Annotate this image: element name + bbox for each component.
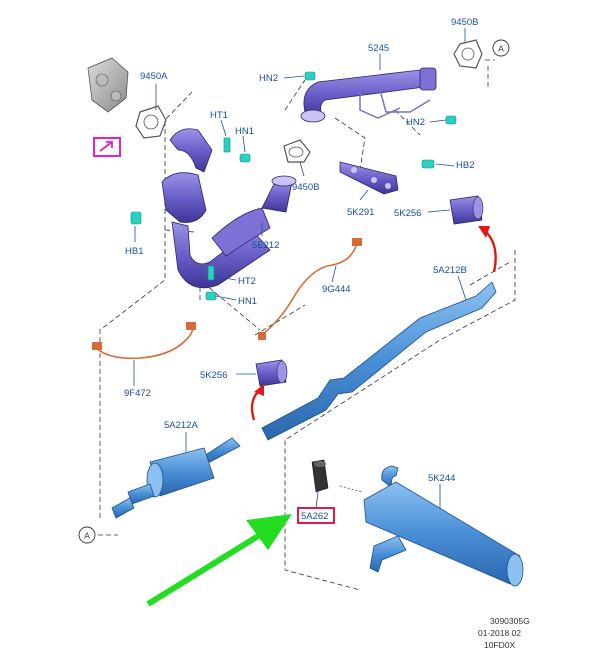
front-pipe-5245[interactable] <box>300 67 437 123</box>
label-9450B-top: 9450B <box>451 17 478 28</box>
label-HT2: HT2 <box>238 276 256 287</box>
label-HN1-bottom: HN1 <box>238 296 257 307</box>
nut-HN2-left-icon[interactable] <box>304 71 316 81</box>
label-HT1: HT1 <box>210 110 228 121</box>
gasket-9450A[interactable] <box>135 105 167 139</box>
ref-circle-A-bottom[interactable]: A <box>78 526 96 544</box>
red-arrow-bottom <box>250 384 264 421</box>
label-HB2: HB2 <box>456 160 474 171</box>
red-arrow-top <box>478 226 497 273</box>
label-5245: 5245 <box>368 43 389 54</box>
sensor-9G444[interactable] <box>258 238 362 340</box>
footer-line3: 10FD0X <box>484 640 516 650</box>
label-5E212: 5E212 <box>252 240 279 251</box>
green-pointer-arrow <box>146 514 292 607</box>
label-9450B-mid: 9450B <box>292 182 319 193</box>
flange-9450B-top[interactable] <box>453 39 483 69</box>
nut-HN1-top-icon[interactable] <box>239 153 251 163</box>
bolt-HB1-icon[interactable] <box>130 211 142 225</box>
label-5A212B: 5A212B <box>433 265 467 276</box>
footer-line1: 3090305G <box>490 616 530 626</box>
label-leaders <box>133 28 467 509</box>
pipe-5A212B[interactable] <box>261 281 497 441</box>
fasteners <box>130 71 457 301</box>
ref-A-top-label: A <box>498 44 504 54</box>
label-5A212A: 5A212A <box>164 420 198 431</box>
turbo-outlet-bracket[interactable] <box>87 57 129 113</box>
highlight-5A262[interactable]: 5A262 <box>297 507 335 524</box>
footer-line2: 01-2018 02 <box>478 628 521 638</box>
part-labels: 9450A 9450B 5245 HN2 HN2 HT1 HN1 9450B H… <box>124 17 478 484</box>
insulator-5K256-top[interactable] <box>449 195 484 225</box>
catalytic-converter[interactable] <box>161 128 297 289</box>
nut-HN2-right-icon[interactable] <box>445 115 457 125</box>
hanger-plate-5K291[interactable] <box>339 161 399 195</box>
stud-HT2-icon[interactable] <box>207 265 215 281</box>
label-5K256-bottom: 5K256 <box>200 370 227 381</box>
muffler-5A212A[interactable] <box>111 437 241 519</box>
label-HN2-right: HN2 <box>406 117 425 128</box>
stud-HT1-icon[interactable] <box>223 137 231 153</box>
ref-A-bottom-label: A <box>84 531 90 541</box>
bolt-HB2-icon[interactable] <box>421 159 435 169</box>
muffler-5K244[interactable] <box>339 465 524 587</box>
label-9G444: 9G444 <box>322 284 351 295</box>
ref-circle-A-top[interactable]: A <box>492 39 510 57</box>
label-9F472: 9F472 <box>124 388 151 399</box>
magenta-link-icon[interactable] <box>93 137 121 157</box>
footer-code: 3090305G 01-2018 02 10FD0X <box>478 616 530 650</box>
label-HB1: HB1 <box>125 246 143 257</box>
sensor-9F472[interactable] <box>92 321 196 360</box>
label-5K256-top: 5K256 <box>394 208 421 219</box>
label-5A262: 5A262 <box>301 511 328 522</box>
label-HN1-top: HN1 <box>235 126 254 137</box>
label-5K291: 5K291 <box>347 207 374 218</box>
label-5K244: 5K244 <box>428 473 455 484</box>
gasket-9450B-mid[interactable] <box>283 139 311 163</box>
label-9450A: 9450A <box>140 71 168 82</box>
label-HN2-left: HN2 <box>259 73 278 84</box>
nut-HN1-bottom-icon[interactable] <box>205 291 217 301</box>
insulator-5K256-bottom[interactable] <box>255 359 288 387</box>
rubber-insulator-5A262[interactable] <box>311 459 329 493</box>
